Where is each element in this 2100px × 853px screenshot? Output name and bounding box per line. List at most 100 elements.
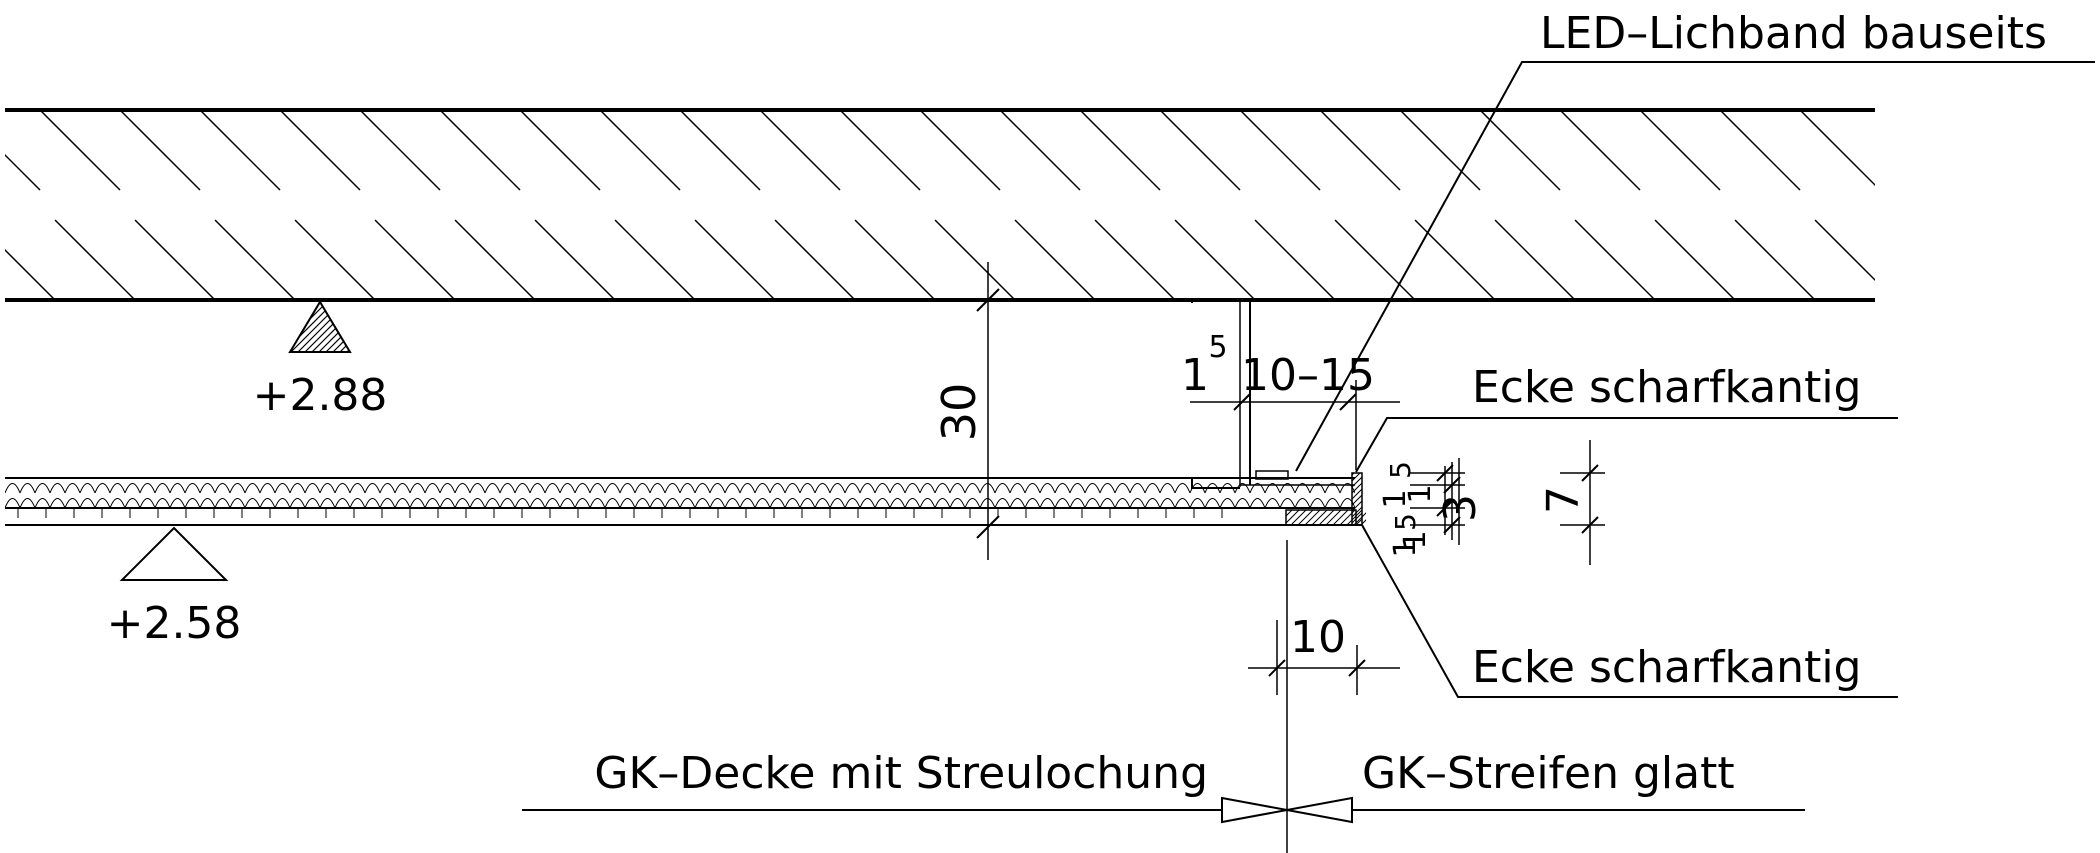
slab-hatch-line	[774, 219, 856, 300]
perforation-arch	[709, 483, 726, 494]
slab-hatch-line	[359, 110, 441, 191]
level-marker-hatch-line	[368, 302, 418, 352]
perforation-arch	[799, 483, 816, 494]
level-marker-hatch-line	[375, 302, 425, 352]
perforation-arch	[1204, 483, 1221, 494]
perforation-arch	[79, 483, 96, 494]
slab-hatch-line	[5, 153, 41, 191]
slab-hatch-line	[294, 219, 376, 300]
slab-hatch-line	[1239, 110, 1321, 191]
strip-hatch-line	[1360, 519, 1366, 525]
perforation-arch	[454, 483, 471, 494]
dimension-label-10: 10	[1290, 612, 1346, 663]
perforation-arch	[1084, 483, 1101, 494]
perforation-arch	[754, 483, 771, 494]
edge-hatch-line	[1352, 473, 1355, 476]
perforation-arch	[919, 498, 936, 508]
slab-hatch-line	[1094, 219, 1176, 300]
level-marker-hatch-line	[346, 302, 350, 352]
perforation-arch	[19, 483, 36, 494]
perforation-arch	[1279, 498, 1296, 508]
perforation-arch	[484, 483, 501, 494]
perforation-arch	[1174, 498, 1191, 508]
dimension-height-30: 30	[932, 262, 1000, 560]
perforation-arch	[124, 483, 141, 494]
perforation-arch	[439, 483, 456, 494]
slab-hatch-line	[54, 219, 136, 300]
perforation-arch	[394, 483, 411, 494]
dim-chain-1d: 1	[1388, 538, 1423, 557]
slab-hatch-line	[214, 219, 296, 300]
callout-gk-strip-label: GK–Streifen glatt	[1362, 748, 1735, 799]
perforation-arch	[934, 483, 951, 494]
slab-hatch-line	[1174, 219, 1256, 300]
perforation-arch	[769, 498, 786, 508]
perforation-arch	[679, 483, 696, 494]
perforation-arch	[694, 498, 711, 508]
slab-hatch-line	[534, 219, 616, 300]
slab-hatch-line	[5, 248, 56, 300]
perforation-arch	[604, 483, 621, 494]
slab-hatch-line	[1494, 219, 1576, 300]
perforation-arch	[874, 483, 891, 494]
perforated-ceiling-board	[5, 477, 1362, 526]
perforation-arch	[1129, 483, 1146, 494]
perforation-arch	[304, 483, 321, 494]
strip-hatch-line	[1270, 510, 1285, 525]
perforation-arch	[619, 498, 636, 508]
perforation-arch	[94, 498, 111, 508]
perforation-arch	[859, 483, 876, 494]
edge-hatch-line	[1352, 473, 1361, 482]
slab-hatch-line	[1734, 219, 1816, 300]
dimension-label-7: 7	[1538, 486, 1589, 514]
perforation-arch	[904, 498, 921, 508]
perforation-arch	[889, 483, 906, 494]
perforation-arch	[5, 498, 21, 508]
slab-hatch-line	[374, 219, 456, 300]
perforation-arch	[1189, 498, 1206, 508]
edge-hatch-line	[1352, 476, 1362, 488]
perforation-arch	[1159, 498, 1176, 508]
perforation-arch	[184, 498, 201, 508]
perforation-arch	[934, 498, 951, 508]
strip-hatch-line	[1311, 510, 1328, 525]
perforation-arch	[499, 483, 516, 494]
perforation-arch	[559, 498, 576, 508]
perforation-arch	[604, 498, 621, 508]
slab-hatch-line	[454, 219, 536, 300]
perforation-arch	[379, 483, 396, 494]
strip-hatch-line	[1290, 510, 1307, 525]
perforation-arch	[199, 498, 216, 508]
strip-hatch-line	[1286, 510, 1293, 517]
edge-hatch-line	[1352, 494, 1362, 506]
edge-hatch-line	[1352, 488, 1362, 500]
strip-hatch-line	[1318, 510, 1335, 525]
dimension-7: 7	[1538, 440, 1605, 565]
slab-hatch-line	[1814, 219, 1875, 282]
slab-hatch-line	[599, 110, 681, 191]
perforation-arch	[784, 498, 801, 508]
level-marker-hatch-line	[325, 302, 350, 352]
perforation-arch	[649, 498, 666, 508]
perforation-arch	[124, 498, 141, 508]
slab-hatch-line	[1254, 219, 1336, 300]
perforation-arch	[424, 483, 441, 494]
perforation-arch	[619, 483, 636, 494]
perforation-arch	[949, 498, 966, 508]
perforation-arch	[904, 483, 921, 494]
slab-hatch-line	[1895, 220, 1975, 300]
edge-hatch-line	[1361, 524, 1362, 525]
perforation-arch	[1264, 498, 1281, 508]
level-marker-lower: +2.58	[107, 526, 241, 649]
callout-corner-top-label: Ecke scharfkantig	[1472, 362, 1861, 413]
dimension-label-5: 5	[1208, 330, 1227, 365]
slab-hatch-line	[694, 219, 776, 300]
perforation-arch	[574, 498, 591, 508]
callout-gk-ceiling-label: GK–Decke mit Streulochung	[594, 748, 1208, 799]
slab-hatch-line	[1719, 110, 1801, 191]
perforation-arch	[1309, 483, 1326, 494]
slab-hatch-line	[1159, 110, 1241, 191]
perforation-arch	[1219, 483, 1236, 494]
perforation-arch	[844, 483, 861, 494]
